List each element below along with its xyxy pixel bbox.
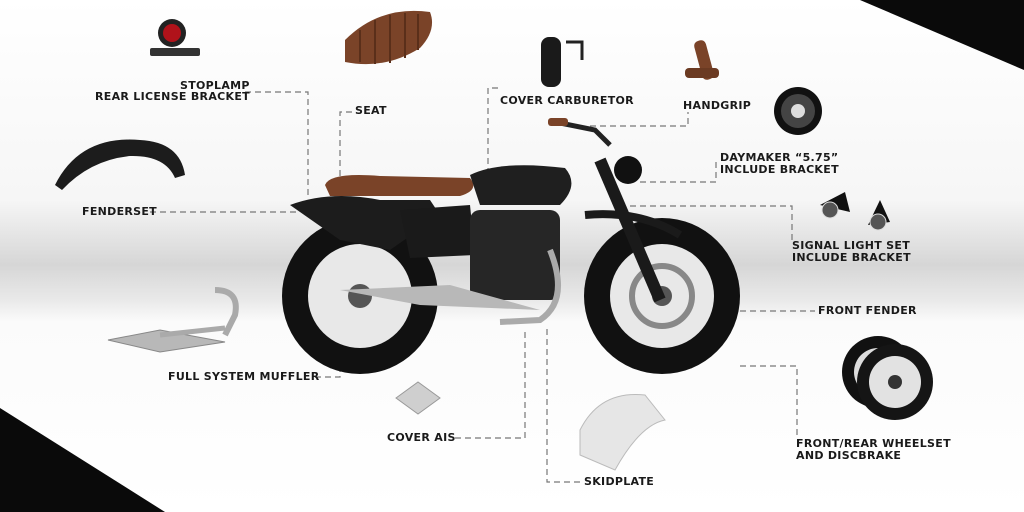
label-front-fender: FRONT FENDER xyxy=(818,304,917,317)
label-muffler: FULL SYSTEM MUFFLER xyxy=(168,370,320,383)
label-daymaker: DAYMAKER “5.75” INCLUDE BRACKET xyxy=(720,152,839,176)
label-signal-light-line1: SIGNAL LIGHT SET xyxy=(792,239,911,252)
label-skidplate: SKIDPLATE xyxy=(584,475,655,488)
label-wheelset-line1: FRONT/REAR WHEELSET xyxy=(796,437,951,450)
label-seat: SEAT xyxy=(355,104,387,117)
handgrip-image xyxy=(685,40,719,80)
cover-carburetor-image xyxy=(541,37,584,87)
label-signal-light: SIGNAL LIGHT SET INCLUDE BRACKET xyxy=(792,240,911,264)
label-cover-ais: COVER AIS xyxy=(387,431,456,444)
label-cover-carburetor: COVER CARBURETOR xyxy=(500,94,634,107)
signal-light-image xyxy=(820,192,890,231)
motorcycle-image xyxy=(282,118,740,374)
daymaker-headlight-image xyxy=(774,87,822,135)
label-daymaker-line1: DAYMAKER “5.75” xyxy=(720,151,839,164)
label-fenderset: FENDERSET xyxy=(82,205,157,218)
label-rear-license-bracket: REAR LICENSE BRACKET xyxy=(95,90,250,103)
stoplamp-image xyxy=(150,19,200,56)
label-signal-light-line2: INCLUDE BRACKET xyxy=(792,251,911,264)
label-wheelset: FRONT/REAR WHEELSET AND DISCBRAKE xyxy=(796,438,951,462)
label-stoplamp: STOPLAMP xyxy=(180,80,250,92)
corner-bottom-left xyxy=(0,408,165,512)
label-stoplamp-line1: STOPLAMP xyxy=(180,79,250,92)
fenderset-image xyxy=(55,139,185,190)
label-daymaker-line2: INCLUDE BRACKET xyxy=(720,163,839,176)
label-handgrip: HANDGRIP xyxy=(683,99,752,112)
seat-image xyxy=(345,10,433,65)
corner-top-right xyxy=(860,0,1024,70)
label-wheelset-line2: AND DISCBRAKE xyxy=(796,449,902,462)
wheelset-image xyxy=(842,336,933,420)
skidplate-image xyxy=(579,393,666,471)
cover-ais-image xyxy=(395,381,441,415)
muffler-image xyxy=(107,287,239,353)
